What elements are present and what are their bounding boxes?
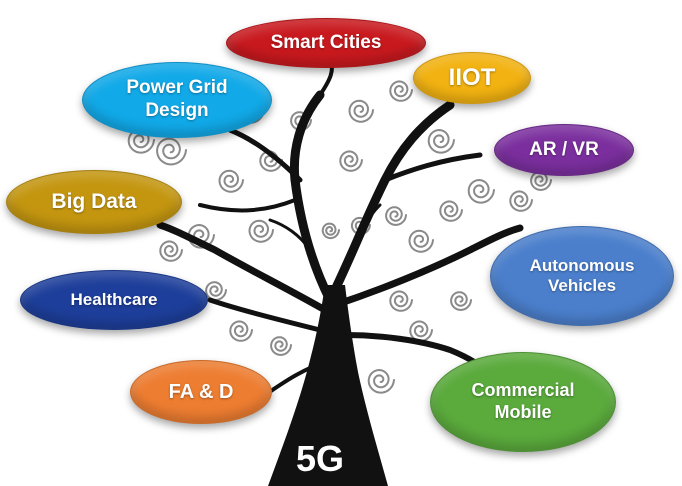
tree-curl — [229, 320, 253, 342]
power-grid-design-label: Power Grid Design — [126, 77, 228, 121]
tree-curl — [389, 80, 413, 102]
tree-trunk — [268, 285, 388, 486]
tree-curl — [248, 219, 274, 243]
tree-curl — [127, 128, 155, 154]
tree-curl — [348, 99, 374, 123]
tree-curl — [439, 200, 463, 222]
tree-curl — [187, 223, 215, 249]
smart-cities-label: Smart Cities — [270, 31, 382, 53]
tree-curl — [409, 320, 433, 342]
ar-vr-bubble: AR / VR — [494, 124, 634, 176]
tree-curl — [205, 281, 227, 301]
tree-curl — [450, 291, 472, 311]
big-data-label: Big Data — [51, 190, 137, 214]
big-data-bubble: Big Data — [6, 170, 182, 234]
tree-curl — [408, 229, 434, 253]
commercial-mobile-bubble: Commercial Mobile — [430, 352, 616, 452]
tree-curl — [321, 222, 340, 240]
ar-vr-label: AR / VR — [529, 138, 599, 160]
healthcare-label: Healthcare — [70, 289, 158, 309]
tree-branch — [289, 90, 335, 305]
power-grid-design-bubble: Power Grid Design — [82, 62, 272, 138]
tree-curl — [156, 137, 187, 166]
tree-curl — [270, 336, 292, 356]
tree-branch — [207, 297, 323, 333]
tree-branch — [382, 152, 483, 183]
tree-curl — [385, 206, 407, 226]
root-5g-label: 5G — [295, 438, 345, 479]
tree-curl — [509, 190, 533, 212]
tree-branch — [268, 218, 312, 252]
tree-curl — [367, 368, 395, 394]
fa-and-d-label: FA & D — [168, 381, 234, 403]
tree-branch — [331, 224, 524, 309]
smart-cities-bubble: Smart Cities — [226, 18, 426, 68]
fa-and-d-bubble: FA & D — [130, 360, 272, 424]
healthcare-bubble: Healthcare — [20, 270, 208, 330]
tree-curl — [339, 150, 363, 172]
autonomous-vehicles-bubble: Autonomous Vehicles — [490, 226, 674, 326]
tree-branch — [353, 203, 382, 252]
autonomous-vehicles-label: Autonomous Vehicles — [529, 255, 635, 295]
tree-curl — [389, 290, 413, 312]
tree-branch — [198, 198, 297, 213]
tree-curl — [159, 240, 183, 262]
tree-branch — [156, 221, 329, 314]
tree-branch — [227, 127, 303, 183]
iiot-label: IIOT — [448, 63, 496, 91]
tree-curl — [427, 128, 455, 154]
tree-curl — [467, 178, 495, 204]
tree-curl — [218, 169, 244, 193]
tree-curl — [530, 171, 552, 191]
iiot-bubble: IIOT — [413, 52, 531, 104]
commercial-mobile-label: Commercial Mobile — [471, 380, 575, 422]
